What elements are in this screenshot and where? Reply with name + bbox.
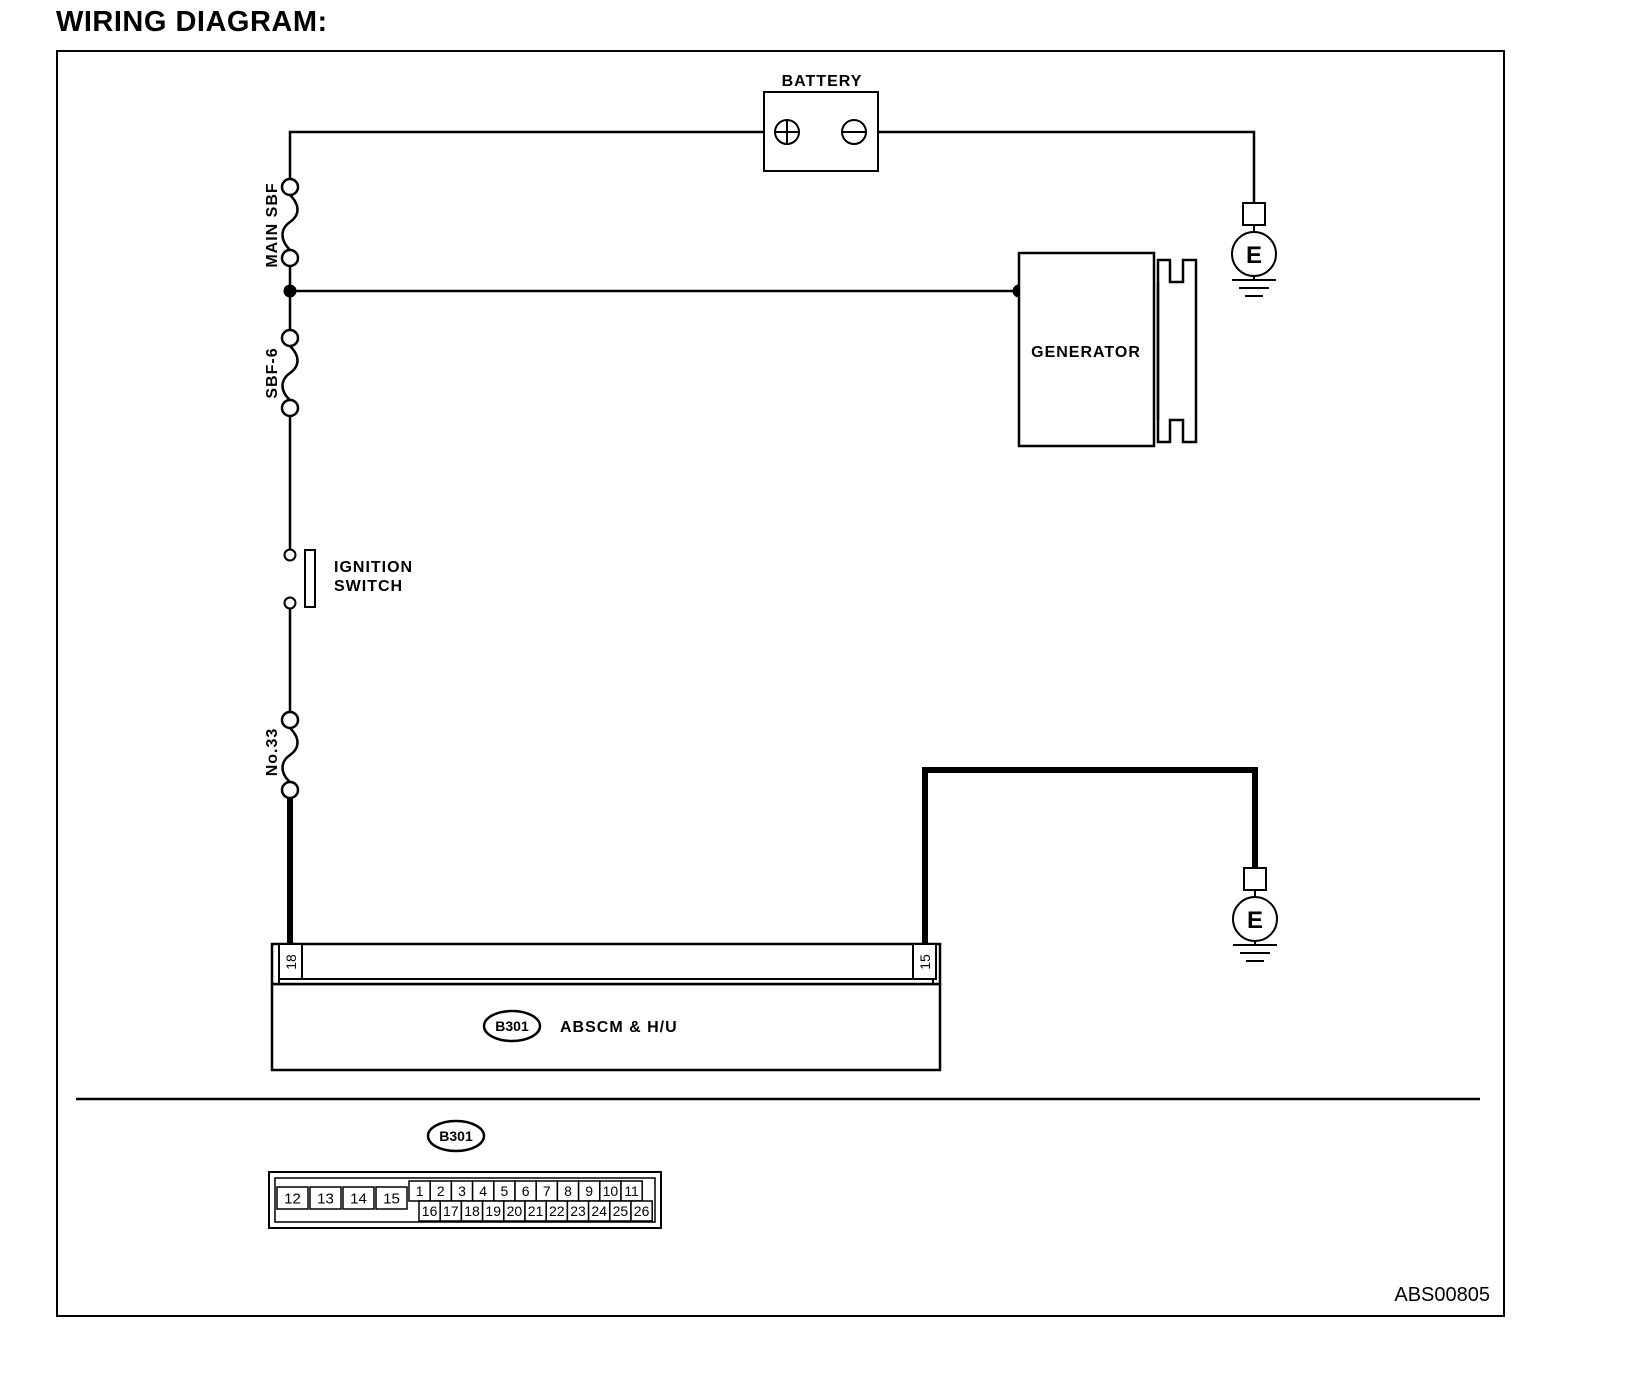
ground-icon: E (1231, 202, 1277, 297)
connector-view-badge (426, 1119, 486, 1153)
battery-negative-icon (841, 119, 867, 145)
generator-pulley-icon (1156, 258, 1198, 444)
ground-label: E (1247, 907, 1263, 934)
connector-pin-25: 25 (613, 1203, 629, 1219)
battery-label: BATTERY (782, 73, 863, 90)
pin-18-label: 18 (283, 954, 299, 970)
abscm-hu-module: 18 15 B301 ABSCM & H/U (270, 942, 942, 1072)
generator-label: GENERATOR (1031, 344, 1141, 361)
connector-pin-20: 20 (507, 1203, 523, 1219)
no33-label: No.33 (264, 728, 281, 777)
connector-pin-17: 17 (443, 1203, 459, 1219)
connector-pin-15: 15 (383, 1190, 400, 1207)
connector-pin-13-box (309, 1186, 342, 1210)
connector-pin-16: 16 (422, 1203, 438, 1219)
connector-pin-26: 26 (634, 1203, 650, 1219)
wire-battery (288, 130, 1256, 203)
connector-pin-14-box (342, 1186, 375, 1210)
generator: GENERATOR (1017, 251, 1198, 448)
ignition-switch-label-2: SWITCH (334, 578, 403, 595)
connector-pin-7: 7 (543, 1183, 551, 1199)
battery: BATTERY (763, 73, 879, 172)
connector-pin-2: 2 (437, 1183, 445, 1199)
connector-b301-badge-label: B301 (495, 1018, 529, 1034)
pin-15-label: 15 (917, 954, 933, 970)
ignition-switch-icon (283, 548, 316, 610)
ignition-switch-label: IGNITION (334, 559, 413, 576)
connector-pin-10: 10 (603, 1183, 619, 1199)
connector-pin-8: 8 (564, 1183, 572, 1199)
connector-pin-11: 11 (624, 1183, 639, 1199)
pin-15-box (912, 943, 937, 980)
figure-code: ABS00805 (1394, 1284, 1490, 1306)
connector-pin-12: 12 (284, 1190, 301, 1207)
sbf6-fuse-icon (280, 328, 300, 418)
connector-pin-4: 4 (479, 1183, 487, 1199)
connector-pin-24: 24 (591, 1203, 607, 1219)
connector-pin-23: 23 (570, 1203, 586, 1219)
main-sbf-fuse-icon (280, 177, 300, 268)
sbf6-label: SBF-6 (264, 347, 281, 398)
connector-pin-12-box (276, 1186, 309, 1210)
abscm-label: ABSCM & H/U (560, 1019, 678, 1036)
diagram-frame (56, 50, 1505, 1317)
connector-pin-13: 13 (317, 1190, 334, 1207)
connector-pin-15-box (375, 1186, 408, 1210)
connector-pin-22: 22 (549, 1203, 565, 1219)
no33-fuse-icon (280, 710, 300, 800)
main-sbf-label: MAIN SBF (264, 182, 281, 267)
connector-pin-5: 5 (501, 1183, 509, 1199)
connector-pin-6: 6 (522, 1183, 530, 1199)
ground-icon: E (1232, 867, 1278, 962)
page-title: WIRING DIAGRAM: (56, 6, 328, 38)
battery-positive-icon (774, 119, 800, 145)
wire-ground-pin15 (922, 767, 1258, 944)
connector-pin-26-box (630, 1200, 653, 1222)
connector-pin-18: 18 (464, 1203, 480, 1219)
connector-view-badge-label: B301 (439, 1128, 473, 1144)
connector-b301-badge (482, 1009, 542, 1043)
connector-pin-9: 9 (585, 1183, 593, 1199)
connector-pin-1: 1 (416, 1183, 424, 1199)
connector-pin-19: 19 (485, 1203, 501, 1219)
ground-label: E (1246, 242, 1262, 269)
connector-pin-3: 3 (458, 1183, 466, 1199)
connector-pin-21: 21 (528, 1203, 544, 1219)
pin-18-box (278, 943, 303, 980)
connector-pin-14: 14 (350, 1190, 367, 1207)
